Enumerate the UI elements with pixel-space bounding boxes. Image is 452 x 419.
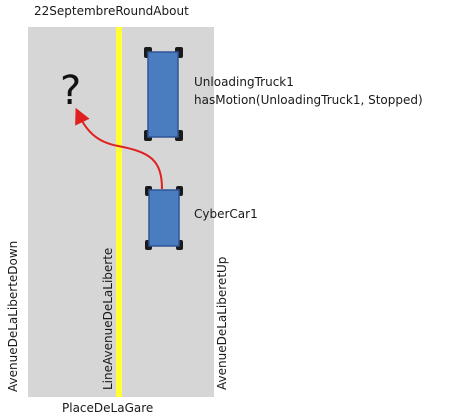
truck-body xyxy=(147,51,179,138)
center-line-label: LineAvenueDeLaLiberte xyxy=(101,248,115,390)
car-name: CyberCar1 xyxy=(194,207,258,221)
car-body xyxy=(148,189,180,247)
trajectory-arrow xyxy=(75,107,163,190)
center-line xyxy=(116,27,122,397)
avenue-up-label: AvenueDeLaLiberetUp xyxy=(215,257,229,390)
cyber-car xyxy=(145,186,183,250)
avenue-down-label: AvenueDeLaLiberteDown xyxy=(6,241,20,392)
unloading-truck xyxy=(144,47,183,141)
place-label: PlaceDeLaGare xyxy=(62,401,153,415)
truck-status: hasMotion(UnloadingTruck1, Stopped) xyxy=(194,93,423,107)
roundabout-label: 22SeptembreRoundAbout xyxy=(34,4,189,18)
question-mark: ? xyxy=(60,68,81,114)
truck-name: UnloadingTruck1 xyxy=(194,75,294,89)
